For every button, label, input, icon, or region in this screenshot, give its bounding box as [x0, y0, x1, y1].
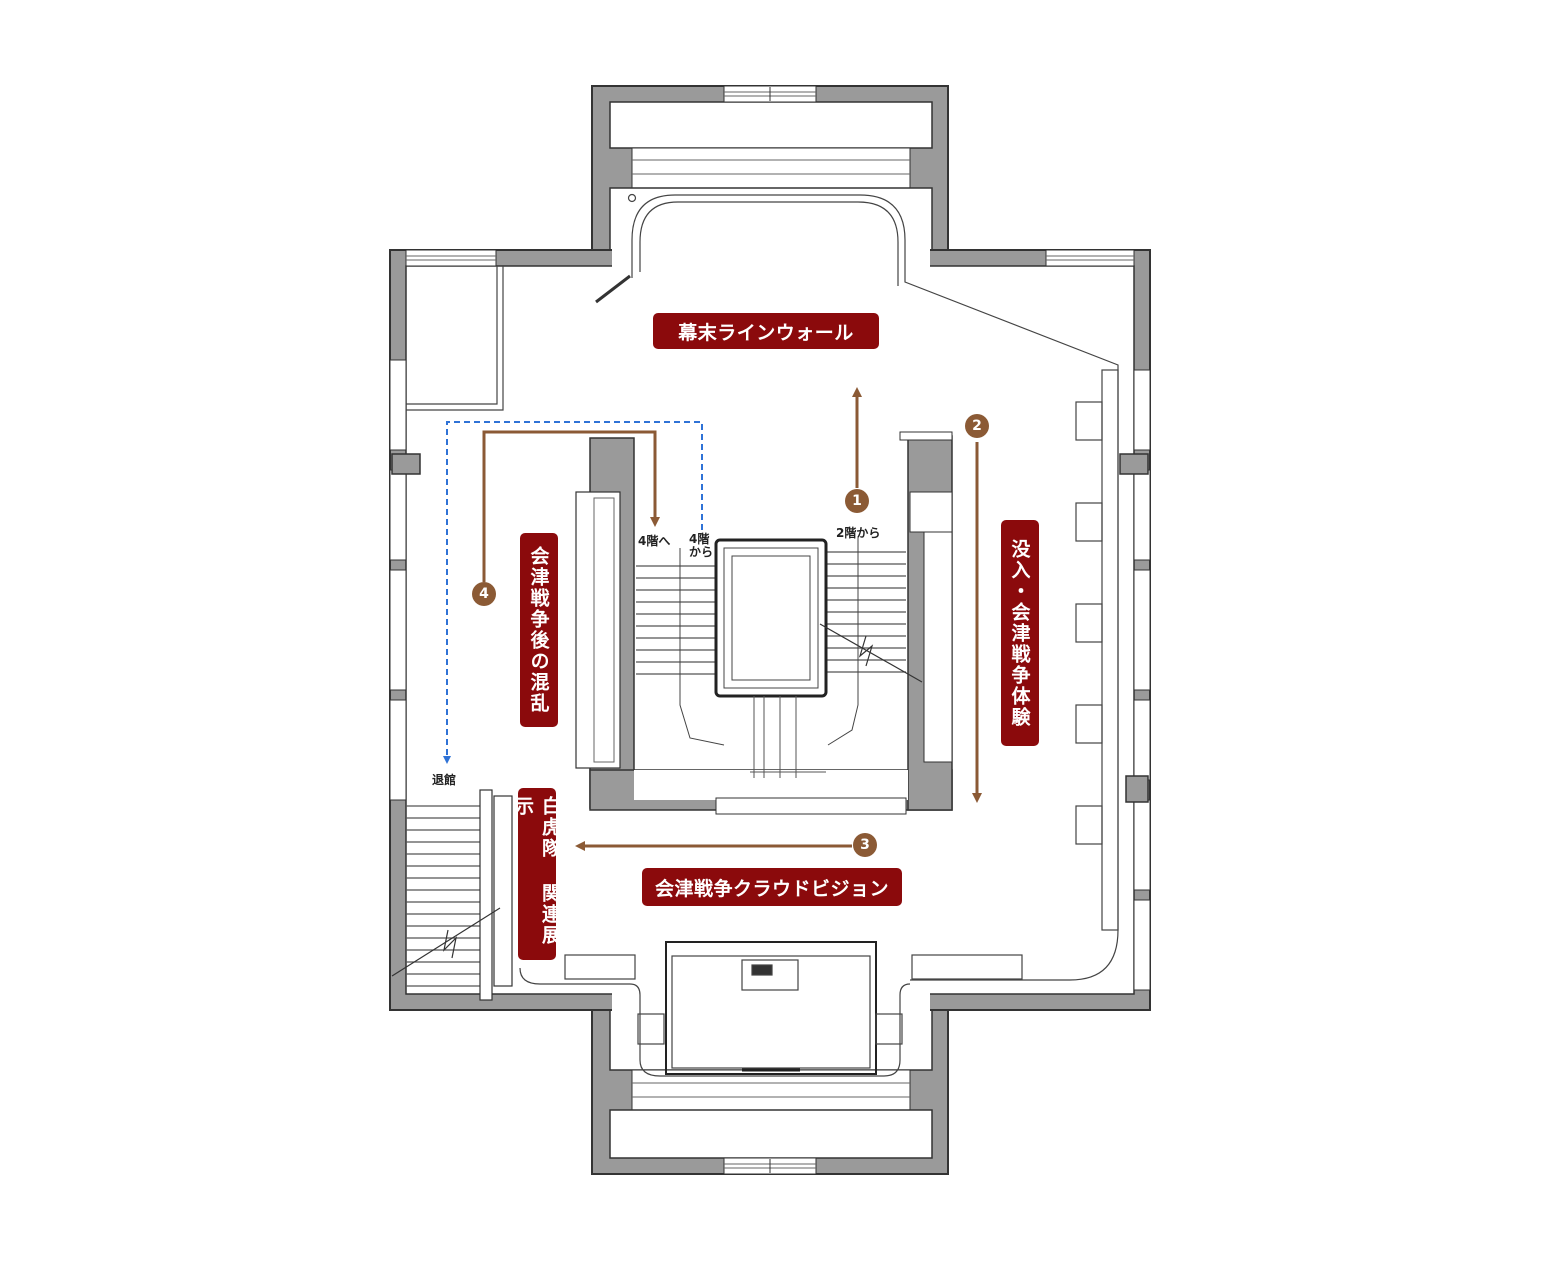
- label-immersion-experience: 没入・会津戦争体験: [1001, 520, 1039, 746]
- left-staircase: [391, 789, 513, 1001]
- text-exit: 退館: [432, 773, 457, 787]
- label-after-war-confusion: 会津戦争後の混乱: [520, 533, 558, 727]
- route-marker-1: 1: [845, 489, 869, 513]
- interior-details: [406, 193, 1119, 1077]
- stair-core: [575, 431, 953, 815]
- exit-route-dashed: [443, 421, 703, 764]
- label-bakumatsu-line-wall: 幕末ラインウォール: [653, 313, 879, 349]
- route-marker-4: 4: [472, 582, 496, 606]
- text-from-4f-line1: 4階: [689, 532, 710, 546]
- text-to-4f: 4階へ: [638, 534, 671, 548]
- label-byakkotai-exhibit: 白虎隊 関連展示: [512, 788, 561, 960]
- text-from-4f-line2: から: [689, 545, 714, 559]
- text-from-2f: 2階から: [836, 526, 881, 540]
- route-marker-3: 3: [853, 833, 877, 857]
- label-cloud-vision: 会津戦争クラウドビジョン: [642, 868, 902, 906]
- route-arrow-4: [482, 430, 660, 582]
- route-marker-2: 2: [965, 414, 989, 438]
- route-arrows: [443, 387, 982, 851]
